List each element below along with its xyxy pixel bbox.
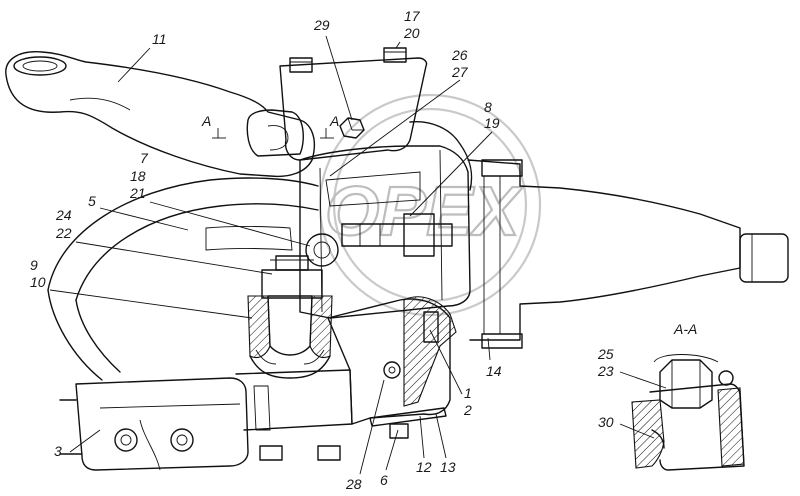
callout-25: 25 bbox=[597, 346, 614, 362]
callout-6: 6 bbox=[380, 472, 388, 488]
ball-joint bbox=[247, 255, 333, 379]
watermark: OPEX bbox=[318, 93, 542, 317]
callout-24: 24 bbox=[55, 207, 72, 223]
callout-19: 19 bbox=[484, 115, 500, 131]
stub-axle bbox=[467, 159, 789, 349]
cover-plate bbox=[279, 47, 428, 161]
section-a-a: A-A bbox=[631, 321, 745, 471]
callout-12: 12 bbox=[416, 459, 432, 475]
callout-3: 3 bbox=[54, 443, 62, 459]
callout-8: 8 bbox=[484, 99, 492, 115]
callout-11: 11 bbox=[152, 31, 167, 47]
callout-7: 7 bbox=[140, 150, 149, 166]
callout-13: 13 bbox=[440, 459, 456, 475]
steering-arm bbox=[5, 51, 316, 178]
callout-1: 1 bbox=[464, 385, 472, 401]
bolt-29 bbox=[339, 117, 365, 139]
callout-27: 27 bbox=[451, 64, 469, 80]
callout-26: 26 bbox=[451, 47, 468, 63]
bracket-lever bbox=[327, 296, 457, 427]
section-marker-arm: A A bbox=[201, 113, 339, 139]
leader-lines bbox=[49, 35, 667, 475]
callout-10: 10 bbox=[30, 274, 46, 290]
callout-17: 17 bbox=[404, 8, 421, 24]
nut-7 bbox=[305, 233, 339, 267]
mount-arc bbox=[47, 177, 319, 381]
callouts: 11 29 17 20 26 27 8 19 7 18 21 5 24 22 9… bbox=[30, 8, 614, 492]
bottom-bolts bbox=[114, 423, 409, 461]
callout-20: 20 bbox=[403, 25, 420, 41]
callout-23: 23 bbox=[597, 363, 614, 379]
callout-18: 18 bbox=[130, 168, 146, 184]
kingpin-bolt bbox=[341, 213, 453, 257]
callout-21: 21 bbox=[129, 185, 146, 201]
callout-28: 28 bbox=[345, 476, 362, 492]
watermark-text: OPEX bbox=[325, 172, 524, 250]
callout-29: 29 bbox=[313, 17, 330, 33]
tie-rod-housing bbox=[59, 369, 353, 471]
section-marker-left: A bbox=[201, 113, 211, 129]
callout-5: 5 bbox=[88, 193, 96, 209]
callout-9: 9 bbox=[30, 257, 38, 273]
callout-2: 2 bbox=[463, 402, 472, 418]
section-title: A-A bbox=[673, 321, 697, 337]
callout-22: 22 bbox=[55, 225, 72, 241]
section-marker-right: A bbox=[329, 113, 339, 129]
callout-14: 14 bbox=[486, 363, 502, 379]
callout-30: 30 bbox=[598, 414, 614, 430]
knuckle-body bbox=[299, 121, 473, 319]
